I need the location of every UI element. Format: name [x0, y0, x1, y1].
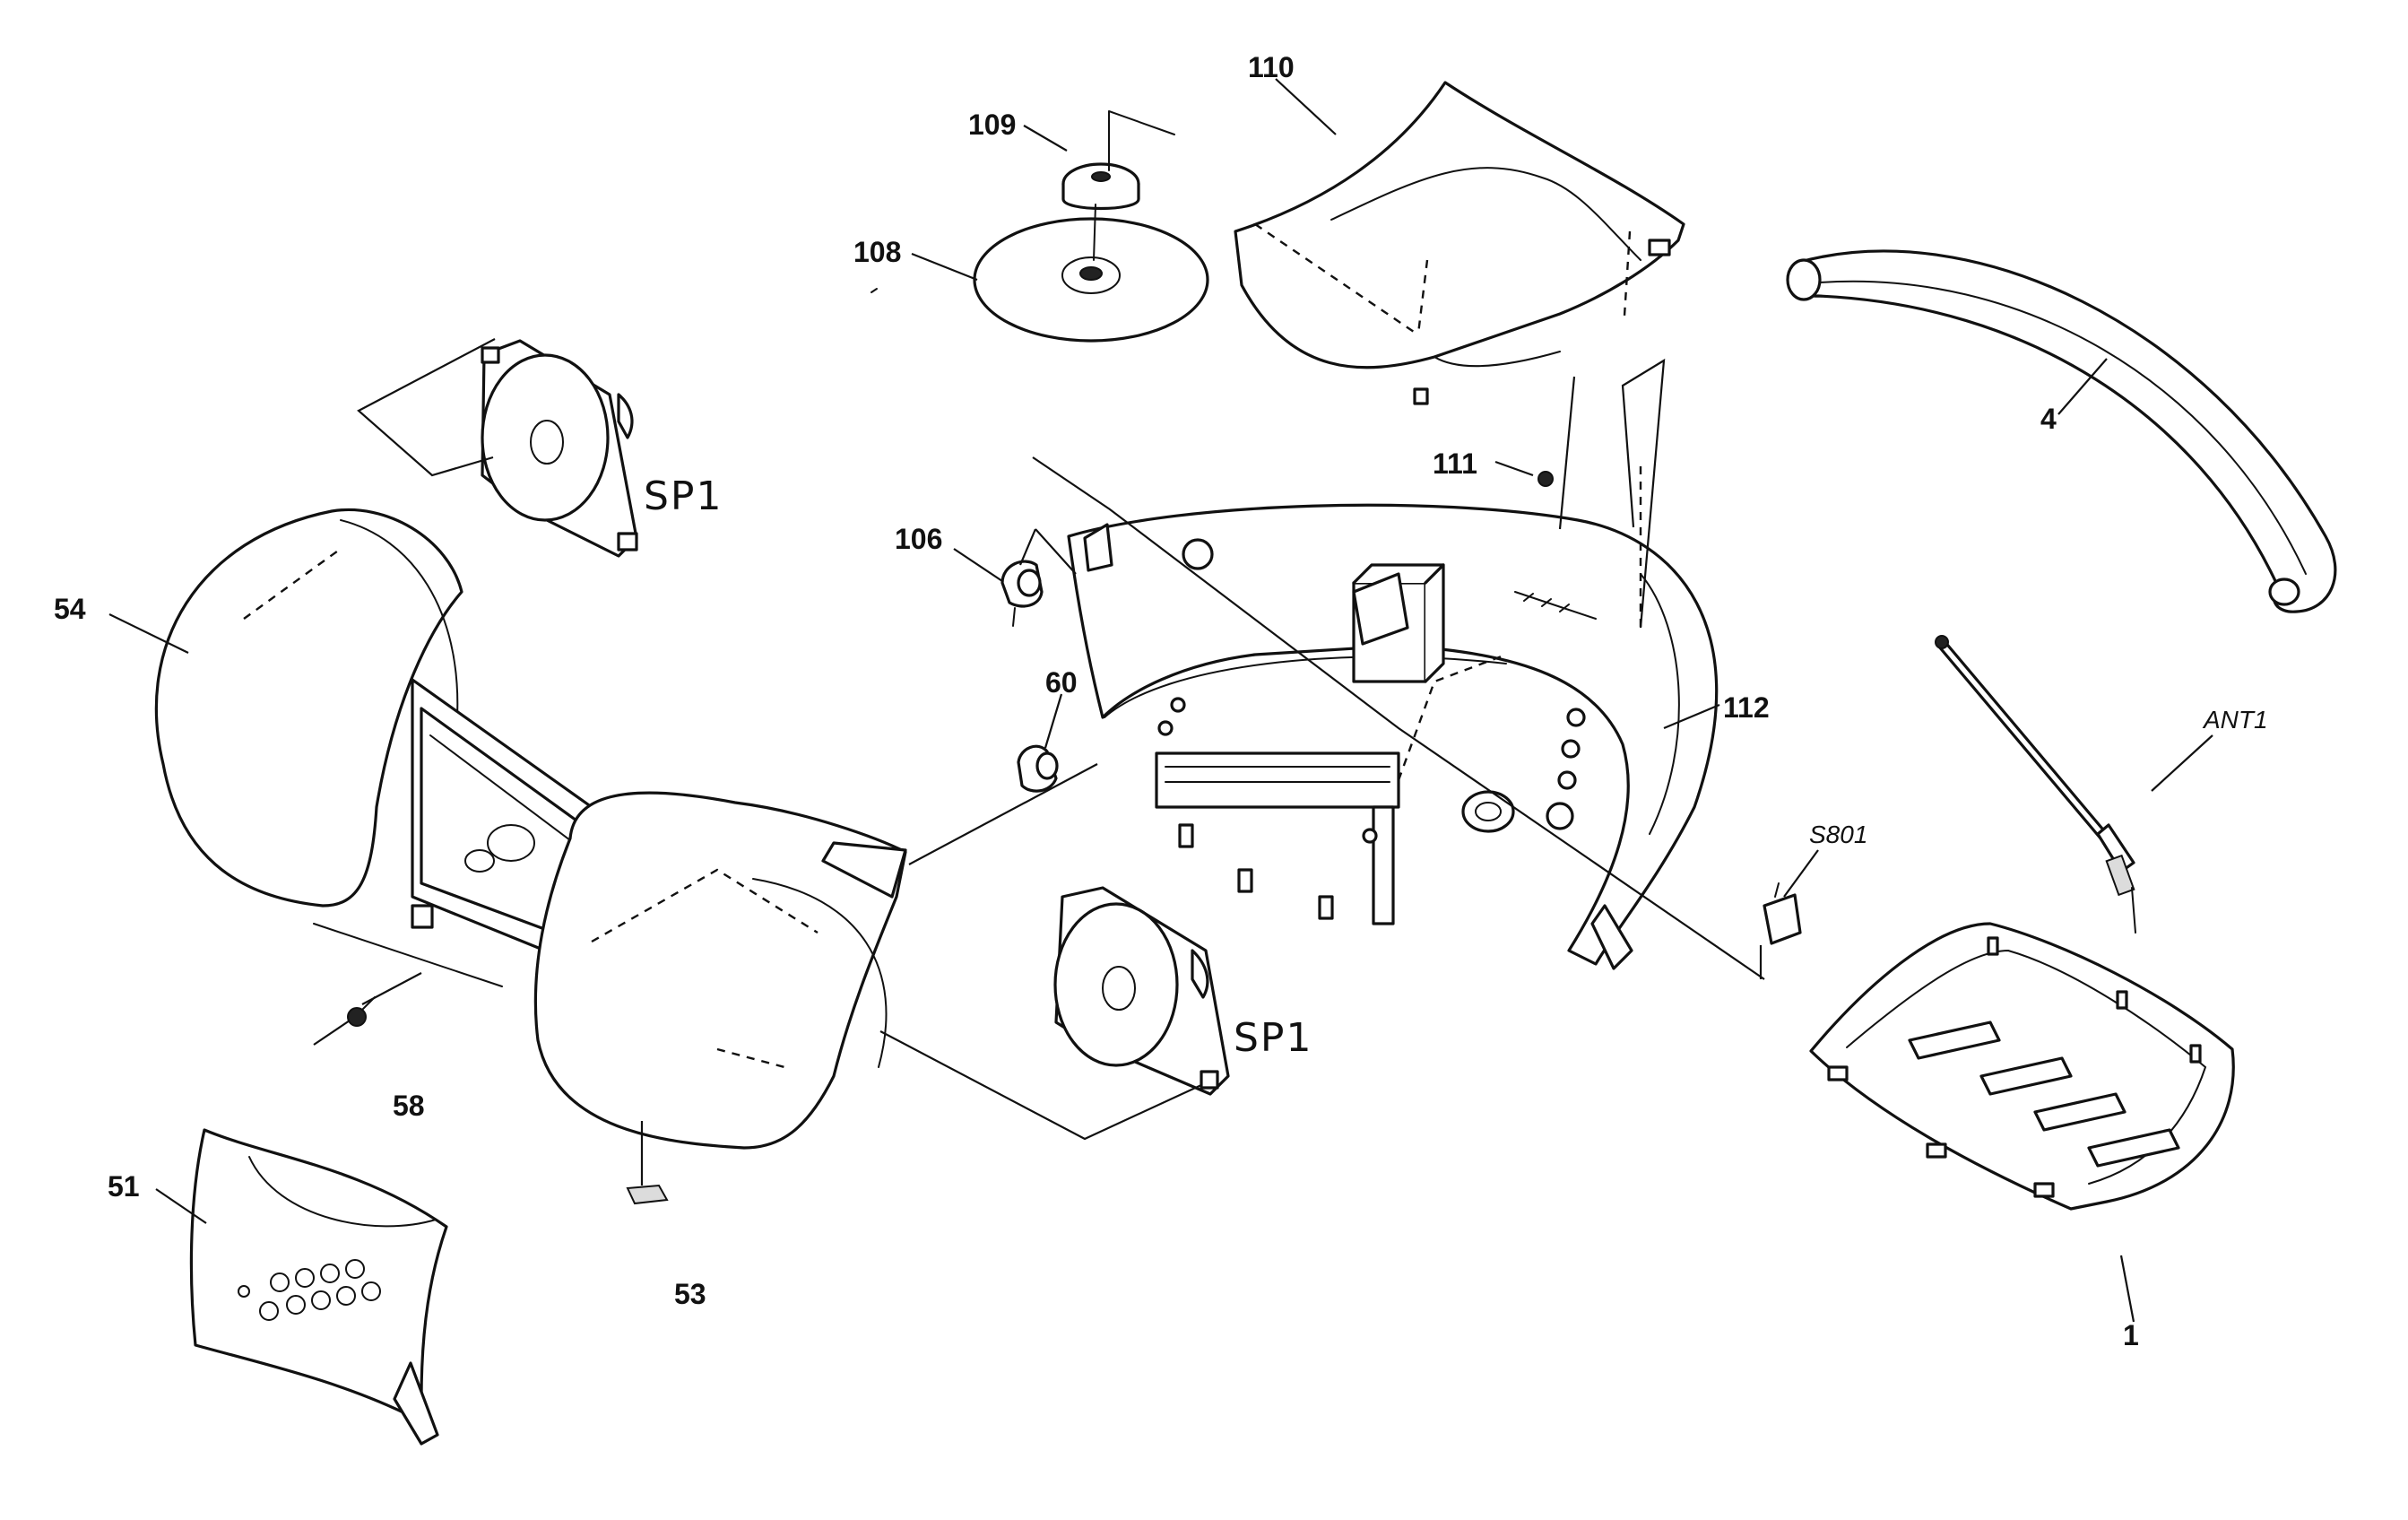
callout-ant1: ANT1: [2202, 706, 2268, 734]
part-54-front-cabinet-left: [154, 508, 593, 987]
leader-lid-down: [1558, 376, 1576, 530]
callout-112: 112: [1723, 691, 1770, 724]
leader-sp1-bottom: [879, 1030, 1202, 1141]
part-58-screw: [347, 996, 376, 1027]
callout-106: 106: [895, 523, 942, 555]
part-112-main-chassis: [1067, 503, 1719, 970]
leader-106-up: [1018, 528, 1077, 575]
part-111-screw: [1537, 471, 1554, 487]
callout-leaders: [108, 78, 2213, 1323]
leader-chassis-diag: [1032, 456, 1765, 980]
leader-60: [908, 763, 1098, 865]
part-ant1-antenna: [1935, 635, 2136, 934]
callout-4: 4: [2040, 403, 2057, 435]
leader-109-lid: [1108, 110, 1175, 171]
part-110-cd-lid: [1234, 81, 1685, 405]
callout-110: 110: [1248, 51, 1295, 83]
callout-60: 60: [1045, 666, 1078, 699]
callout-s801: S801: [1809, 821, 1867, 848]
callout-54: 54: [54, 593, 86, 625]
part-4-handle: [1786, 249, 2337, 613]
part-53-foot: [626, 1184, 669, 1205]
part-s801-switch: [1763, 882, 1802, 945]
part-1-battery-door: [1809, 922, 2235, 1211]
callout-51: 51: [108, 1170, 140, 1203]
callout-108: 108: [853, 236, 901, 268]
speaker-sp1-bottom: [1053, 886, 1230, 1096]
part-51-grille: [189, 1128, 448, 1446]
callout-53: 53: [674, 1278, 706, 1310]
callout-sp1-bottom: SP1: [1234, 1015, 1312, 1061]
part-108-cd-disc: [973, 217, 1209, 343]
part-106-knob: [1000, 560, 1044, 627]
callout-sp1-top: SP1: [644, 473, 723, 519]
callout-58: 58: [393, 1090, 425, 1122]
leader-58: [313, 972, 422, 1046]
part-front-cabinet-right: [533, 791, 907, 1150]
leader-111: [1621, 358, 1666, 629]
speaker-sp1-top: [481, 339, 638, 558]
leader-sp1-top: [357, 338, 496, 477]
part-109-clamp: [1061, 162, 1140, 261]
callout-1: 1: [2123, 1319, 2139, 1351]
part-60-knob: [1017, 744, 1059, 793]
callout-109: 109: [968, 109, 1016, 141]
callout-111: 111: [1433, 447, 1477, 480]
